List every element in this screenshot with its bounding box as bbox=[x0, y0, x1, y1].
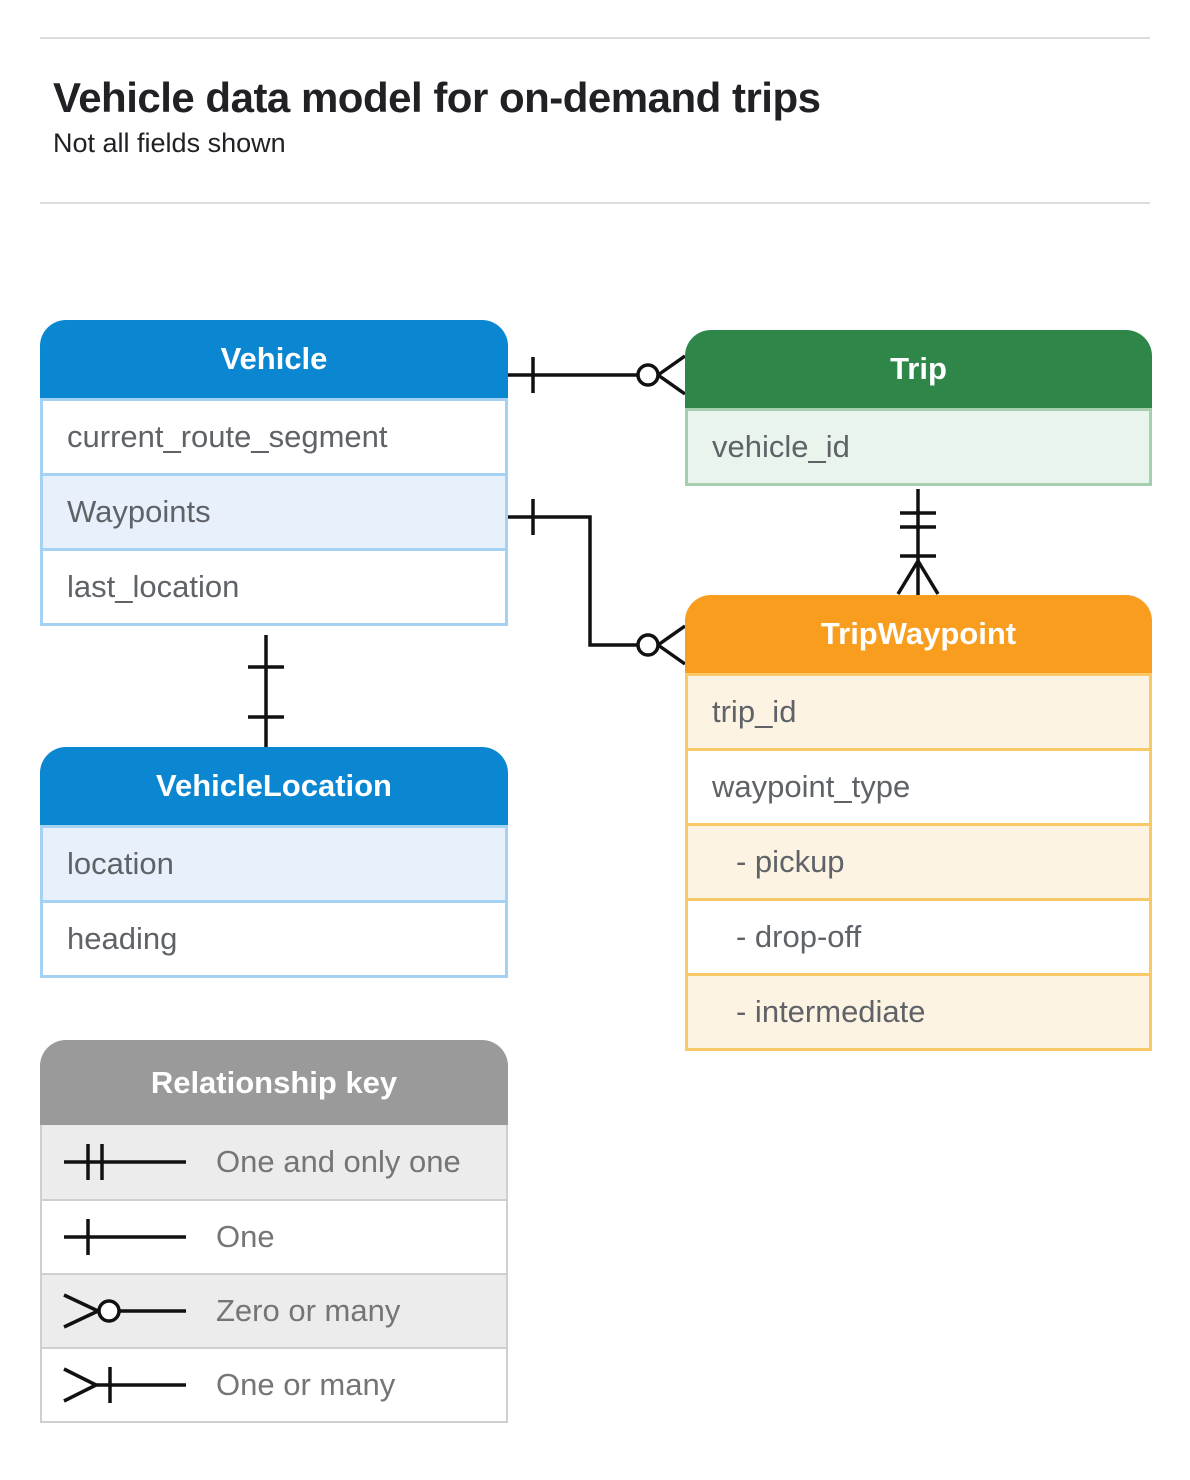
entity-tripwaypoint-title: TripWaypoint bbox=[685, 595, 1152, 673]
field-location: location bbox=[43, 825, 505, 900]
legend-label: One and only one bbox=[216, 1144, 461, 1179]
field-last-location: last_location bbox=[43, 548, 505, 623]
field-waypoint-type-intermediate: - intermediate bbox=[688, 973, 1149, 1048]
connector-waypoints-tripwaypoint bbox=[508, 499, 687, 666]
legend-label: One bbox=[216, 1219, 275, 1254]
entity-vehicle: Vehicle current_route_segment Waypoints … bbox=[40, 320, 508, 626]
legend-row-one-or-many: One or many bbox=[42, 1347, 506, 1421]
field-vehicle-id: vehicle_id bbox=[688, 408, 1149, 483]
header-divider bbox=[40, 202, 1150, 204]
entity-vehiclelocation: VehicleLocation location heading bbox=[40, 747, 508, 978]
one-and-only-one-icon bbox=[64, 1144, 186, 1180]
connector-trip-tripwaypoint bbox=[896, 489, 940, 595]
entity-vehiclelocation-title: VehicleLocation bbox=[40, 747, 508, 825]
legend-row-one-and-only-one: One and only one bbox=[42, 1125, 506, 1199]
one-or-many-icon bbox=[63, 1367, 186, 1403]
field-waypoint-type: waypoint_type bbox=[688, 748, 1149, 823]
one-icon bbox=[64, 1219, 186, 1255]
top-divider bbox=[40, 37, 1150, 39]
field-waypoints: Waypoints bbox=[43, 473, 505, 548]
connector-vehicle-trip bbox=[508, 354, 687, 396]
field-waypoint-type-drop-off: - drop-off bbox=[688, 898, 1149, 973]
field-waypoint-type-pickup: - pickup bbox=[688, 823, 1149, 898]
connector-vehicle-vehiclelocation bbox=[248, 635, 284, 747]
relationship-key-title: Relationship key bbox=[40, 1040, 508, 1125]
legend-label: Zero or many bbox=[216, 1293, 401, 1328]
zero-or-many-icon bbox=[63, 1293, 186, 1329]
entity-tripwaypoint: TripWaypoint trip_id waypoint_type - pic… bbox=[685, 595, 1152, 1051]
legend-row-zero-or-many: Zero or many bbox=[42, 1273, 506, 1347]
entity-trip-title: Trip bbox=[685, 330, 1152, 408]
page-title: Vehicle data model for on-demand trips bbox=[53, 74, 821, 121]
field-current-route-segment: current_route_segment bbox=[43, 398, 505, 473]
page-subtitle: Not all fields shown bbox=[53, 128, 286, 158]
field-heading: heading bbox=[43, 900, 505, 975]
relationship-key: Relationship key One and only one One Ze… bbox=[40, 1040, 508, 1423]
legend-row-one: One bbox=[42, 1199, 506, 1273]
legend-label: One or many bbox=[216, 1367, 396, 1402]
entity-trip: Trip vehicle_id bbox=[685, 330, 1152, 486]
entity-vehicle-title: Vehicle bbox=[40, 320, 508, 398]
field-trip-id: trip_id bbox=[688, 673, 1149, 748]
